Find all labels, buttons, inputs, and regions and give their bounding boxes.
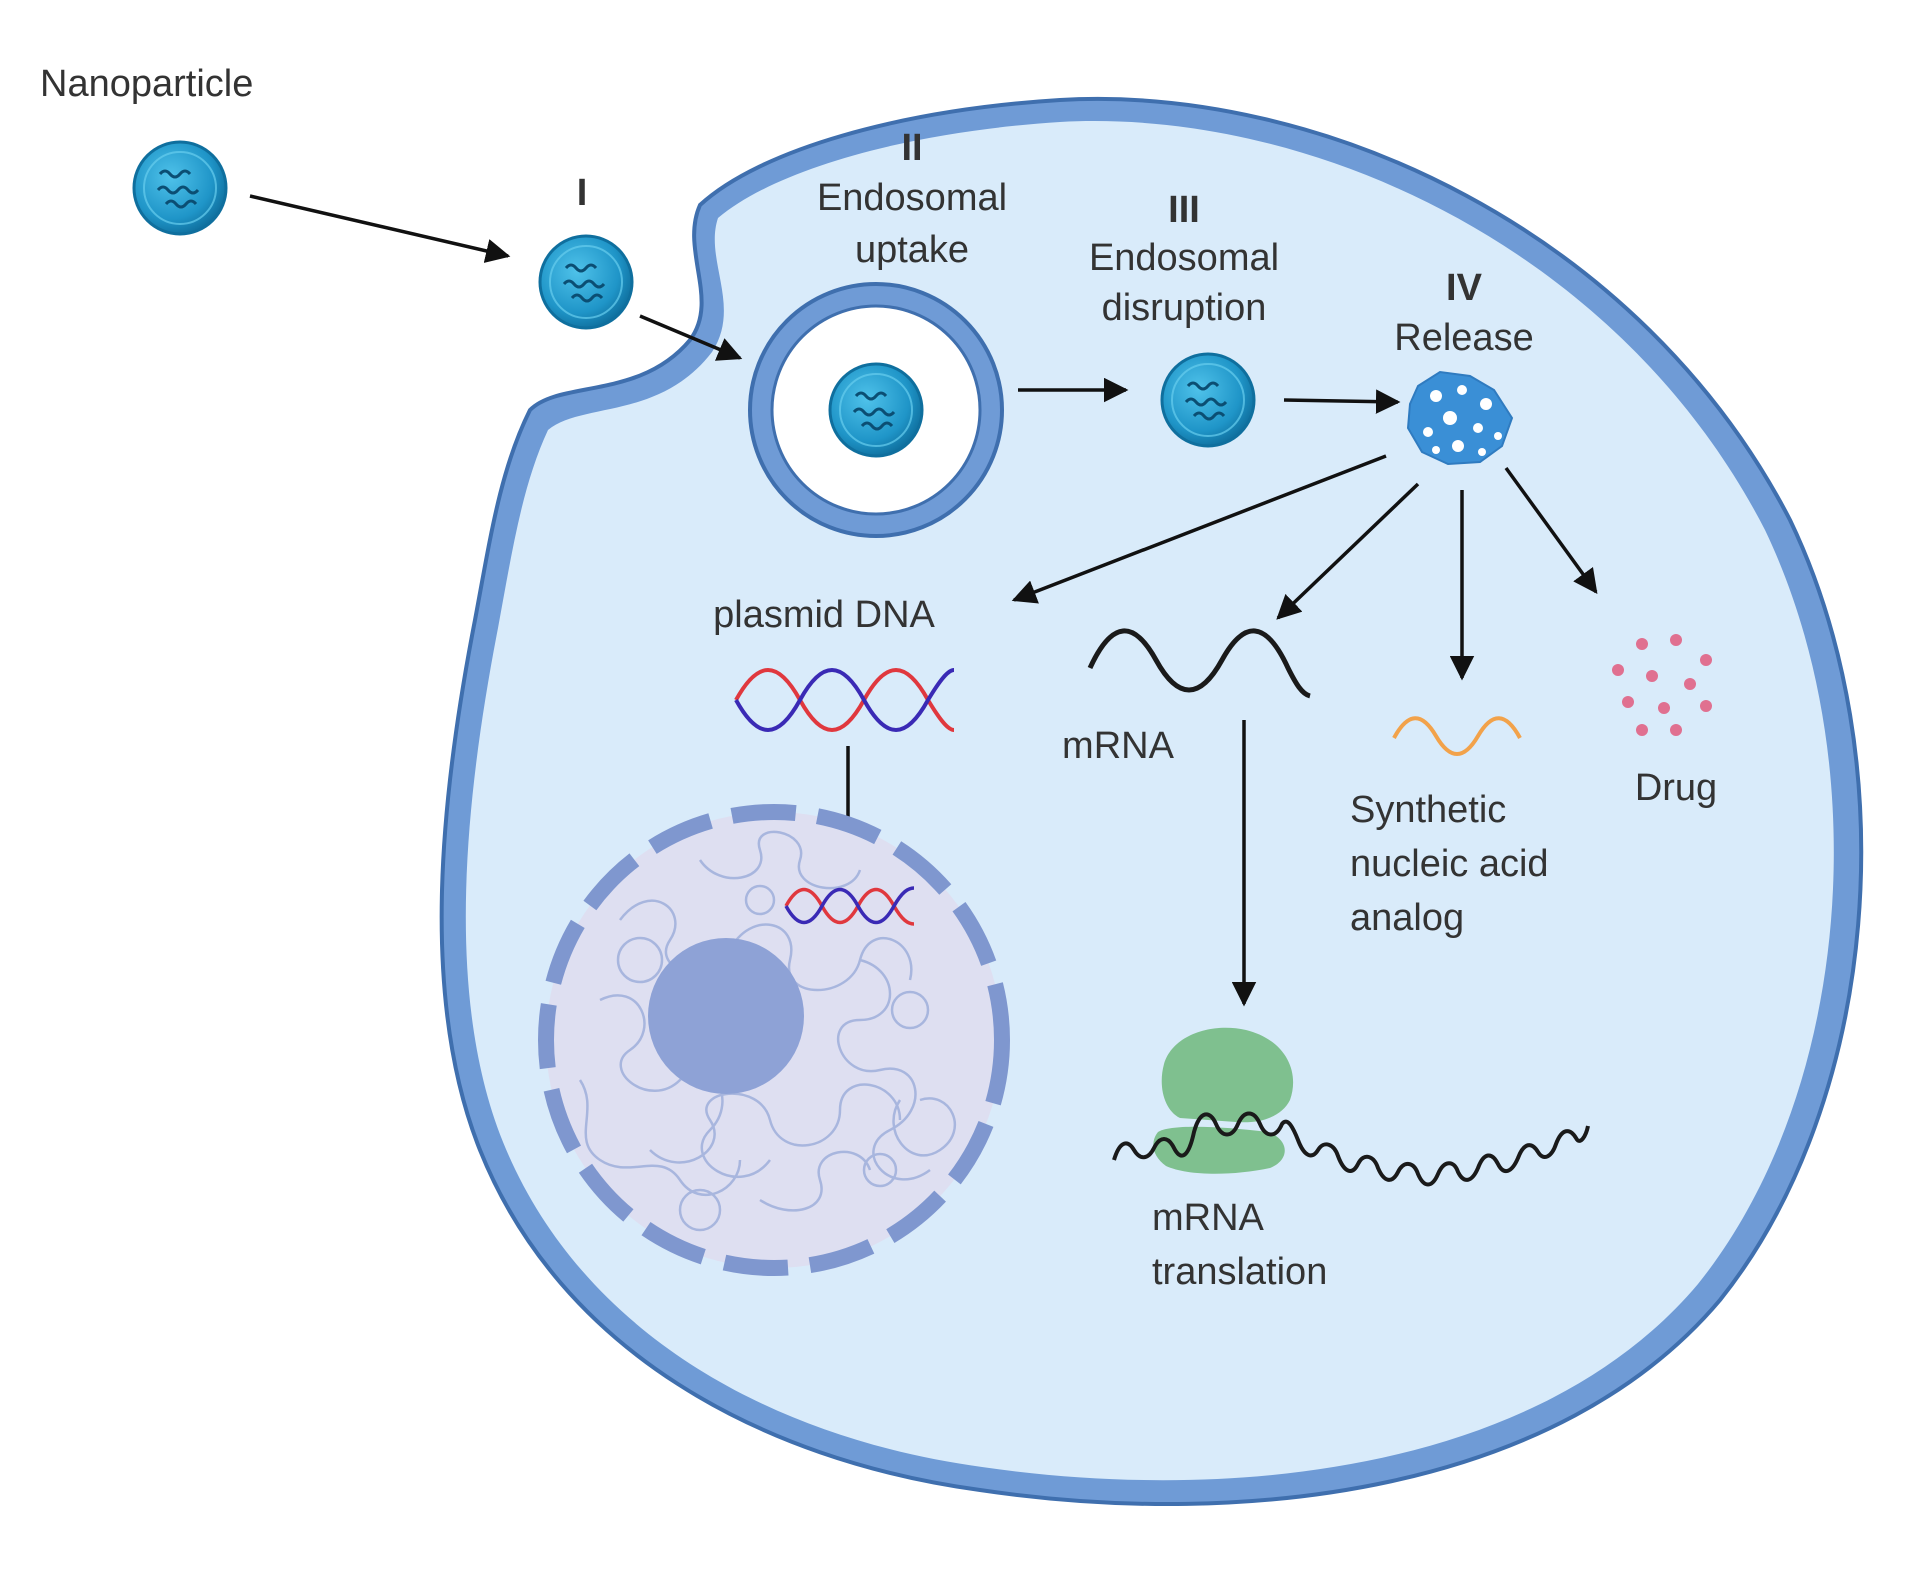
- translation-label-line2: translation: [1152, 1251, 1327, 1293]
- drug-label: Drug: [1635, 767, 1717, 809]
- nanoparticle-icon: [132, 140, 228, 236]
- ribosome-icon: [1153, 1027, 1294, 1174]
- step-1-numeral: I: [577, 172, 588, 214]
- arrow-to-step-2: [639, 314, 743, 361]
- step-4-numeral: IV: [1446, 267, 1483, 309]
- synthetic-analog-icon: [1392, 716, 1522, 756]
- plasmid-dna-label: plasmid DNA: [713, 594, 935, 636]
- nanoparticle-icon-step-3: [1160, 352, 1256, 448]
- step-2-label-line2: uptake: [855, 229, 969, 271]
- synthetic-label-line3: analog: [1350, 897, 1464, 939]
- arrow-to-plasmid: [1011, 454, 1387, 604]
- nucleolus: [648, 938, 804, 1094]
- arrow-to-drug: [1504, 466, 1598, 594]
- translation-label-line1: mRNA: [1152, 1197, 1265, 1239]
- step-2-numeral: II: [901, 127, 922, 169]
- synthetic-label-line1: Synthetic: [1350, 789, 1506, 831]
- endosome-icon: [748, 282, 1004, 538]
- arrow-to-step-4: [1283, 389, 1401, 414]
- nucleus-icon: [538, 804, 1010, 1276]
- drug-dots-icon: [1612, 634, 1712, 736]
- plasmid-dna-icon: [734, 668, 955, 732]
- released-cargo-icon: [1406, 370, 1514, 466]
- mrna-translation-strand: [1112, 1111, 1590, 1187]
- nanoparticle-icon-step-1: [538, 234, 634, 330]
- synthetic-label-line2: nucleic acid: [1350, 843, 1549, 885]
- step-4-label: Release: [1394, 317, 1533, 359]
- mrna-label: mRNA: [1062, 725, 1175, 767]
- plasmid-dna-in-nucleus: [784, 886, 915, 926]
- step-2-label-line1: Endosomal: [817, 177, 1007, 219]
- step-3-numeral: III: [1168, 189, 1200, 231]
- step-3-label-line2: disruption: [1102, 287, 1267, 329]
- arrow-to-step-1: [249, 194, 511, 263]
- mrna-strand-icon: [1087, 628, 1311, 699]
- step-3-label-line1: Endosomal: [1089, 237, 1279, 279]
- nanoparticle-label: Nanoparticle: [40, 63, 253, 105]
- arrow-to-mrna: [1276, 482, 1420, 620]
